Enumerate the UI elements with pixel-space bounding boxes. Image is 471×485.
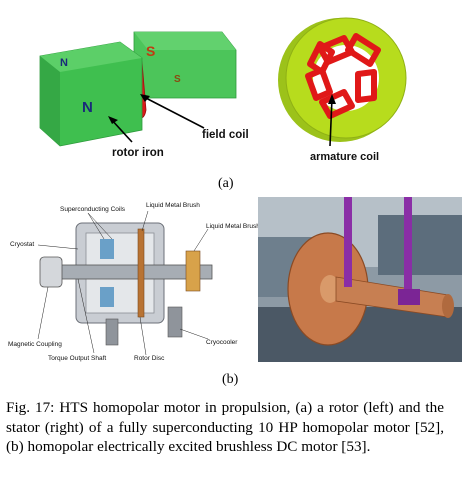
shaft-end: [442, 294, 454, 318]
label-cryocooler: Cryocooler: [206, 339, 238, 346]
purple-strap-left: [344, 197, 352, 287]
armature-coils: [305, 33, 381, 119]
armature-coil-label: armature coil: [310, 151, 379, 163]
field-coil-label: field coil: [202, 129, 249, 141]
superconducting-coil-a: [100, 239, 114, 259]
figure-panel-a: N S N S field coil rotor iron armature c…: [0, 0, 471, 195]
rotor-block-left-top: [40, 42, 142, 72]
leader-lines: [37, 210, 209, 356]
panel-b-label: (b): [222, 372, 239, 387]
rotor-illustration: N S N S field coil rotor iron: [39, 31, 249, 159]
arrow-field-coil-head: [140, 94, 150, 102]
label-liquid-metal-brush-1: Liquid Metal Brush: [146, 202, 200, 209]
rotor-iron-label: rotor iron: [112, 147, 164, 159]
pole-label-n-front: N: [82, 99, 93, 116]
label-torque-output-shaft: Torque Output Shaft: [48, 355, 107, 362]
cryocooler-1: [105, 318, 119, 346]
figure-caption: Fig. 17: HTS homopolar motor in propulsi…: [6, 399, 444, 455]
cryocooler-2: [167, 306, 183, 338]
copper-disc-hub: [320, 275, 340, 303]
purple-strap-right: [404, 197, 412, 303]
label-cryostat: Cryostat: [10, 241, 35, 248]
label-magnetic-coupling: Magnetic Coupling: [8, 341, 62, 348]
label-rotor-disc: Rotor Disc: [134, 355, 165, 362]
superconducting-coil-b: [100, 287, 114, 307]
rotor-disc: [137, 228, 145, 318]
rotor-block-right-top: [134, 32, 236, 50]
stator-illustration: armature coil: [278, 17, 407, 163]
label-liquid-metal-brush-2: Liquid Metal Brush: [206, 223, 260, 230]
pole-label-n-top: N: [60, 57, 68, 69]
motor-cutaway-drawing: [37, 210, 213, 356]
motor-rotor-photo: [258, 197, 462, 362]
figure-panel-b: Superconducting Coils Liquid Metal Brush…: [0, 195, 471, 395]
motor-schematic: Superconducting Coils Liquid Metal Brush…: [8, 199, 260, 369]
arrow-armature-coil: [329, 97, 333, 147]
photo-rendering: [258, 197, 462, 362]
arrow-rotor-iron-head: [108, 116, 118, 124]
panel-a-label: (a): [218, 176, 234, 191]
pole-label-s-front: S: [174, 74, 181, 85]
arrow-armature-coil-head: [328, 94, 336, 104]
label-superconducting-coils: Superconducting Coils: [60, 206, 126, 213]
rotor-block-left-face: [40, 56, 60, 146]
arrow-field-coil: [141, 95, 205, 129]
liquid-metal-brush: [185, 250, 201, 292]
purple-strap-wrap: [398, 289, 420, 305]
lab-equipment: [378, 215, 462, 275]
magnetic-coupling: [39, 256, 63, 288]
pole-label-s-top: S: [146, 43, 155, 59]
